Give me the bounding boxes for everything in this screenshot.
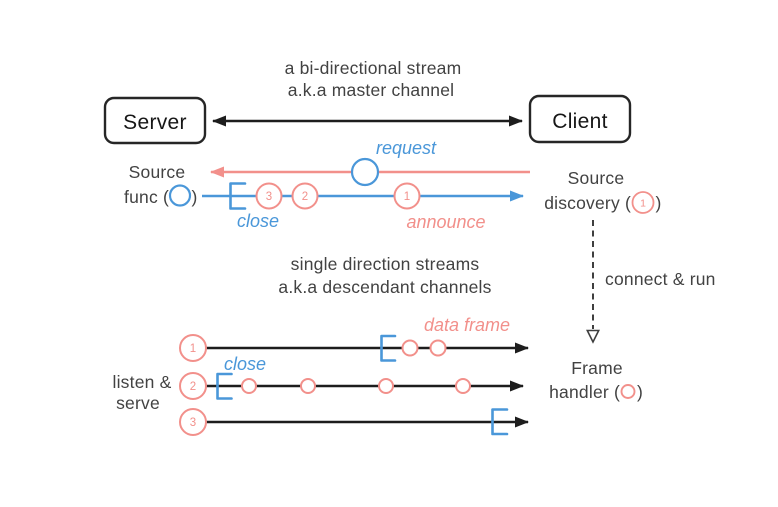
close-label-master: close [237, 211, 279, 231]
announce-label: announce [406, 212, 485, 232]
stream-3-badge: 3 [190, 417, 196, 429]
source-discovery-prefix: discovery ( [544, 193, 631, 213]
frame-handler-line1: Frame [571, 358, 623, 378]
frame-handler-suffix: ) [637, 382, 643, 402]
source-func-prefix: func ( [124, 187, 169, 207]
stream-3-bracket [491, 408, 509, 436]
source-discovery-line1: Source [568, 168, 625, 188]
request-label: request [376, 138, 437, 158]
client-node-label: Client [552, 110, 608, 133]
server-node-box [103, 96, 207, 145]
source-discovery-circle [631, 191, 655, 214]
connect-run-open-arrowhead [586, 329, 600, 344]
source-func-suffix: ) [192, 187, 198, 207]
request-marker-circle [350, 157, 380, 187]
frame-handler-prefix: handler ( [549, 382, 620, 402]
client-node-box [528, 94, 632, 144]
source-func-line1: Source [129, 162, 186, 182]
announce-badge-circle [291, 182, 319, 210]
frame-handler-circle [620, 384, 636, 399]
stream-3-badge-circle [179, 408, 207, 436]
announce-badge-circle [255, 182, 283, 210]
stream-2-frame-dot [300, 378, 316, 394]
connect-run-label: connect & run [605, 269, 716, 289]
stream-1-badge-circle [179, 334, 207, 362]
descendant-title-line2: a.k.a descendant channels [278, 277, 491, 297]
data-frame-label: data frame [424, 315, 510, 335]
stream-2-badge: 2 [190, 381, 196, 393]
close-bracket-master [229, 182, 247, 210]
listen-serve-line2: serve [116, 393, 160, 413]
announce-badge-3: 3 [266, 191, 272, 203]
announce-badge-circle [393, 182, 421, 210]
stream-2-badge-circle [179, 372, 207, 400]
source-discovery-suffix: ) [656, 193, 662, 213]
stream-2-bracket [216, 372, 233, 400]
descendant-title-line1: single direction streams [291, 254, 480, 274]
stream-2-frame-dot [241, 378, 257, 394]
stream-2-frame-dot [455, 378, 471, 394]
stream-1-frame-dot [429, 339, 447, 357]
announce-badge-2: 2 [302, 191, 308, 203]
master-title-line1: a bi-directional stream [285, 58, 462, 78]
server-node-label: Server [123, 111, 187, 134]
stream-2-frame-dot [378, 378, 394, 394]
announce-badge-1: 1 [404, 191, 410, 203]
stream-1-badge: 1 [190, 343, 196, 355]
stream-1-frame-dot [401, 339, 419, 357]
listen-serve-line1: listen & [113, 372, 172, 392]
source-func-circle [168, 184, 192, 207]
close-label-stream-2: close [224, 354, 266, 374]
source-discovery-badge: 1 [640, 198, 646, 210]
stream-1-bracket [380, 334, 397, 362]
master-title-line2: a.k.a master channel [288, 80, 454, 100]
